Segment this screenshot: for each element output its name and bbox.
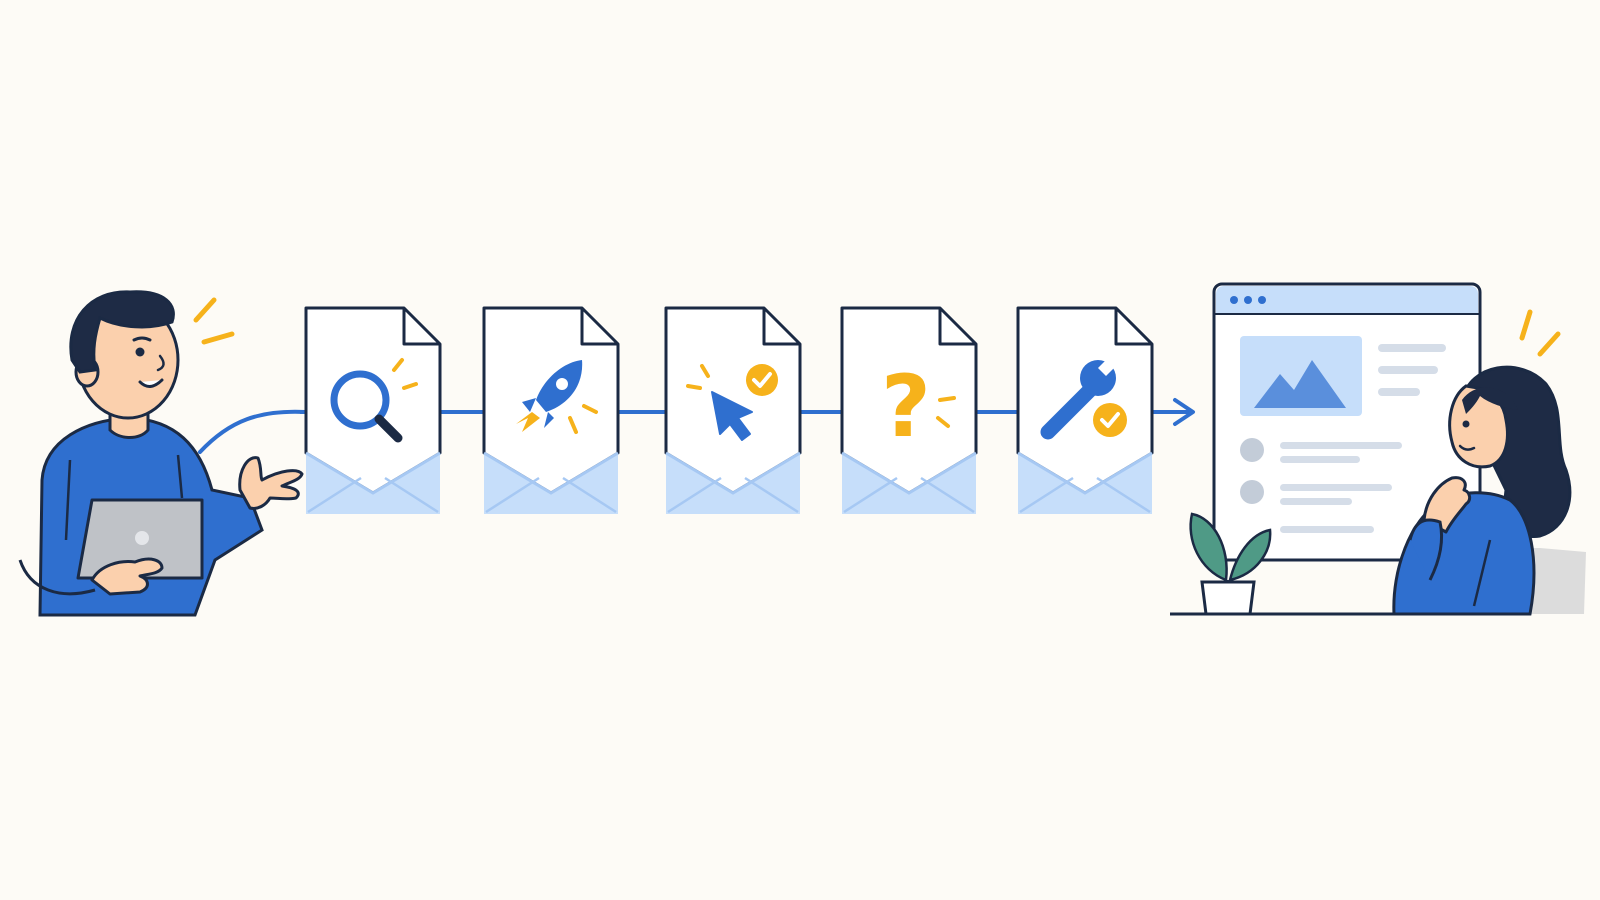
woman-bangs [1462,387,1518,414]
sweater-fold [1472,539,1492,607]
avatar-placeholder [1240,480,1264,504]
avatar-placeholder [1240,438,1264,462]
wrench-check-icon [1040,356,1127,440]
window-titlebar [1216,286,1478,314]
potted-plant [1189,512,1272,616]
laptop-logo [135,531,149,545]
web-page-window [1212,282,1482,562]
man-lower-hand [90,557,164,596]
step-document-1 [304,306,442,516]
connector-curve [198,409,307,454]
mountain-icon [1254,360,1346,408]
text-placeholder [1280,456,1360,463]
step-document-3 [664,306,802,516]
rocket-icon [516,360,598,434]
man-sleeve [18,559,96,596]
man-hair [69,290,175,374]
cursor-check-icon [686,364,778,441]
spark-mark [201,331,235,345]
text-placeholder [1280,484,1392,491]
spark-mark [193,297,217,323]
text-placeholder [1280,526,1374,533]
arrowhead [1173,398,1195,426]
woman-hand [1422,476,1472,534]
man-eyebrow [132,336,152,342]
plant-pot [1200,580,1256,616]
text-placeholder [1378,388,1420,396]
window-dot [1230,296,1238,304]
spark-mark [1537,331,1561,357]
plant-leaf [1228,528,1272,582]
man-with-laptop [18,290,304,617]
text-placeholder [1378,366,1438,374]
text-placeholder [1280,498,1352,505]
question-glyph: ? [881,357,931,457]
window-dot [1244,296,1252,304]
text-placeholder [1280,442,1402,449]
sweater-fold [64,459,72,541]
sweater-fold [176,454,184,499]
magnifier-icon [330,358,418,443]
question-mark-icon: ? [881,357,956,457]
spark-mark [1519,309,1533,341]
text-placeholder [1378,344,1446,352]
plant-leaf [1189,512,1228,582]
woman-eye [1462,420,1470,428]
man-raised-hand [238,456,304,510]
woman-thinking [1392,309,1586,616]
man-nose [156,354,165,372]
window-dot [1258,296,1266,304]
step-document-5 [1016,306,1154,516]
woman-sleeve [1408,518,1444,581]
man-smile [138,378,164,388]
step-document-4: ? [840,306,978,516]
woman-smile [1458,444,1476,451]
step-document-2 [482,306,620,516]
man-eye [135,347,145,357]
